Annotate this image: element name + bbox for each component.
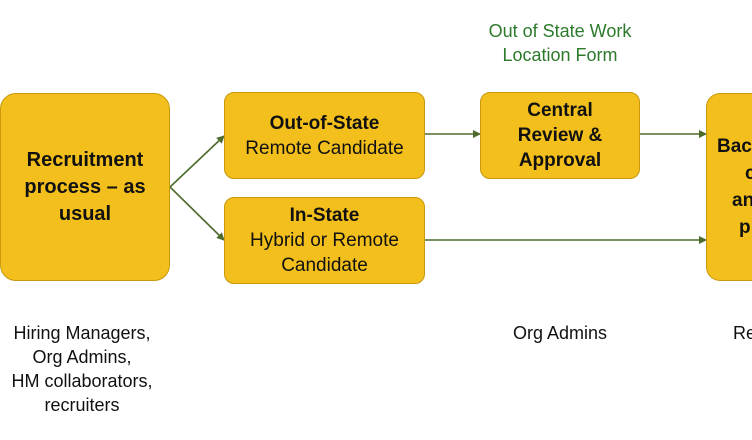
out-of-state-box: Out-of-State Remote Candidate [224, 92, 425, 179]
in-state-title: In-State [289, 205, 360, 226]
cropped-next-step-box: Bac c an p [706, 93, 752, 281]
cropped-role-text: Re [733, 323, 752, 343]
cropped-box-line-3: an [732, 190, 752, 211]
cropped-box-line-4: p [739, 217, 751, 238]
central-review-box: Central Review & Approval [480, 92, 640, 179]
hiring-roles-label: Hiring Managers, Org Admins, HM collabor… [0, 321, 170, 417]
note-line-1: Out of State Work [488, 21, 632, 41]
in-state-line-2: Candidate [281, 255, 368, 276]
recruitment-line-3: usual [58, 202, 112, 225]
roles-line-4: recruiters [44, 395, 120, 415]
out-of-state-title: Out-of-State [269, 112, 380, 134]
roles-line-2: Org Admins, [32, 347, 132, 367]
in-state-line-1: Hybrid or Remote [250, 230, 399, 251]
central-review-line-3: Approval [518, 150, 602, 171]
in-state-box: In-State Hybrid or Remote Candidate [224, 197, 425, 284]
org-admins-text: Org Admins [512, 323, 608, 343]
out-of-state-subtitle: Remote Candidate [245, 137, 404, 159]
arrow-recruitment-to-out-of-state [169, 135, 225, 188]
recruitment-line-2: process – as [24, 175, 146, 198]
out-of-state-form-note: Out of State Work Location Form [455, 19, 665, 67]
roles-line-1: Hiring Managers, [13, 323, 151, 343]
cropped-box-line-2: c [745, 160, 752, 187]
recruitment-process-box: Recruitment process – as usual [0, 93, 170, 281]
recruitment-line-1: Recruitment [26, 148, 144, 171]
note-line-2: Location Form [502, 45, 618, 65]
org-admins-label: Org Admins [470, 321, 650, 345]
arrow-recruitment-to-in-state [169, 186, 225, 241]
cropped-box-line-1: Bac [717, 136, 752, 157]
central-review-line-1: Central [527, 100, 593, 121]
roles-line-3: HM collaborators, [11, 371, 153, 391]
cropped-role-label: Re [733, 321, 752, 345]
central-review-line-2: Review & [517, 125, 603, 146]
